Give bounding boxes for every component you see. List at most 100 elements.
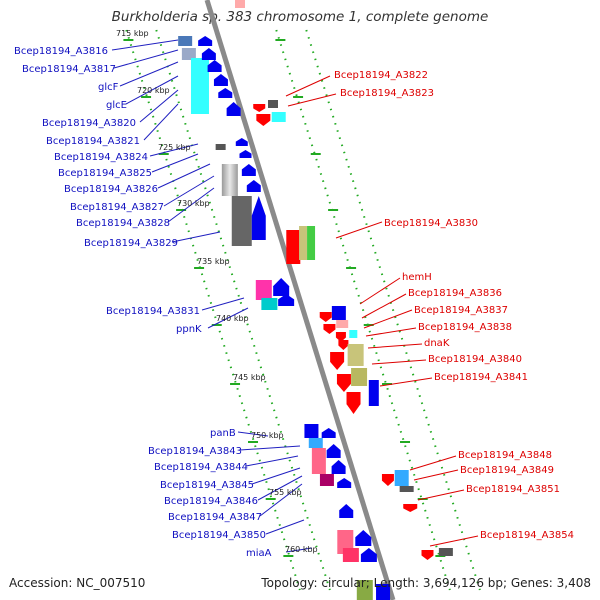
leader-line bbox=[413, 469, 459, 481]
scale-label: 755 kbp bbox=[269, 488, 302, 497]
leader-line bbox=[157, 163, 211, 189]
gene-label[interactable]: ppnK bbox=[176, 324, 202, 335]
gene-feature bbox=[335, 332, 346, 342]
gene-feature bbox=[241, 164, 256, 176]
gene-label[interactable]: miaA bbox=[246, 548, 272, 559]
gene-feature bbox=[253, 104, 266, 112]
gene-feature bbox=[299, 226, 308, 260]
gene-label[interactable]: Bcep18194_A3845 bbox=[160, 480, 254, 491]
leader-line bbox=[125, 75, 179, 105]
gene-label[interactable]: Bcep18194_A3848 bbox=[458, 450, 552, 461]
gene-feature bbox=[339, 504, 354, 518]
scale-label: 740 kbp bbox=[216, 314, 249, 323]
gene-label[interactable]: Bcep18194_A3817 bbox=[22, 64, 116, 75]
gene-label[interactable]: Bcep18194_A3837 bbox=[414, 305, 508, 316]
leader-line bbox=[363, 309, 413, 329]
gene-feature bbox=[213, 74, 228, 86]
gene-label[interactable]: glcE bbox=[106, 100, 127, 111]
gene-label[interactable]: Bcep18194_A3850 bbox=[172, 530, 266, 541]
gene-feature bbox=[235, 138, 248, 146]
leader-line bbox=[335, 221, 383, 239]
scale-label: 720 kbp bbox=[137, 86, 170, 95]
gene-feature bbox=[355, 530, 372, 546]
leader-line bbox=[417, 489, 465, 501]
leader-line bbox=[287, 93, 337, 107]
backbone-line bbox=[204, 0, 396, 600]
leader-line bbox=[257, 475, 303, 501]
gene-label[interactable]: Bcep18194_A3840 bbox=[428, 354, 522, 365]
gene-feature bbox=[311, 448, 326, 474]
gene-label[interactable]: Bcep18194_A3831 bbox=[106, 306, 200, 317]
gene-label[interactable]: Bcep18194_A3826 bbox=[64, 184, 158, 195]
gene-feature bbox=[255, 280, 272, 300]
gene-label[interactable]: Bcep18194_A3823 bbox=[340, 88, 434, 99]
gene-feature bbox=[323, 324, 336, 334]
leader-line bbox=[365, 327, 417, 337]
gene-feature bbox=[239, 150, 252, 158]
gene-feature bbox=[394, 470, 409, 486]
gene-label[interactable]: hemH bbox=[402, 272, 432, 283]
scale-label: 730 kbp bbox=[177, 199, 210, 208]
gene-label[interactable]: Bcep18194_A3821 bbox=[46, 136, 140, 147]
leader-line bbox=[163, 175, 215, 207]
gene-feature bbox=[215, 144, 226, 150]
gene-label[interactable]: glcF bbox=[98, 82, 119, 93]
gene-label[interactable]: Bcep18194_A3822 bbox=[334, 70, 428, 81]
gene-label[interactable]: Bcep18194_A3820 bbox=[42, 118, 136, 129]
gene-feature bbox=[368, 380, 379, 406]
gene-label[interactable]: Bcep18194_A3849 bbox=[460, 465, 554, 476]
leader-line bbox=[111, 39, 179, 51]
gene-feature bbox=[337, 478, 352, 488]
accession-text: Accession: NC_007510 bbox=[9, 576, 146, 590]
leader-line bbox=[167, 187, 215, 223]
gene-label[interactable]: Bcep18194_A3830 bbox=[384, 218, 478, 229]
gene-label[interactable]: dnaK bbox=[424, 338, 450, 349]
leader-line bbox=[119, 61, 179, 87]
gene-feature bbox=[261, 298, 278, 310]
leader-line bbox=[285, 547, 313, 553]
map-title: Burkholderia sp. 383 chromosome 1, compl… bbox=[111, 9, 489, 25]
gene-feature bbox=[308, 438, 323, 448]
gene-feature bbox=[304, 424, 319, 438]
gene-label[interactable]: Bcep18194_A3846 bbox=[164, 496, 258, 507]
gene-feature bbox=[319, 474, 334, 486]
gene-label[interactable]: Bcep18194_A3825 bbox=[58, 168, 152, 179]
gene-label[interactable]: Bcep18194_A3836 bbox=[408, 288, 502, 299]
leader-line bbox=[361, 293, 407, 319]
leader-line bbox=[409, 455, 457, 471]
gene-label[interactable]: panB bbox=[210, 428, 236, 439]
gene-label[interactable]: Bcep18194_A3843 bbox=[148, 446, 242, 457]
gene-label[interactable]: Bcep18194_A3851 bbox=[466, 484, 560, 495]
gene-feature bbox=[330, 352, 345, 370]
gene-label[interactable]: Bcep18194_A3854 bbox=[480, 530, 574, 541]
gene-label[interactable]: Bcep18194_A3844 bbox=[154, 462, 248, 473]
leader-line bbox=[239, 445, 301, 451]
gene-label[interactable]: Bcep18194_A3847 bbox=[168, 512, 262, 523]
gene-label[interactable]: Bcep18194_A3827 bbox=[70, 202, 164, 213]
scale-label: 735 kbp bbox=[197, 257, 230, 266]
leader-line bbox=[251, 467, 301, 485]
gene-feature bbox=[190, 58, 209, 114]
gene-feature bbox=[201, 48, 216, 60]
gene-feature bbox=[347, 344, 364, 366]
gene-label[interactable]: Bcep18194_A3829 bbox=[84, 238, 178, 249]
leader-line bbox=[379, 377, 433, 387]
gene-label[interactable]: Bcep18194_A3824 bbox=[54, 152, 148, 163]
track-guide bbox=[275, 29, 451, 591]
scale-label: 760 kbp bbox=[285, 545, 318, 554]
left-gene-labels: Bcep18194_A3816 Bcep18194_A3817 glcF glc… bbox=[14, 46, 272, 559]
gene-label[interactable]: Bcep18194_A3816 bbox=[14, 46, 108, 57]
track-guide bbox=[305, 29, 481, 591]
leader-line bbox=[207, 307, 249, 329]
leader-line bbox=[429, 535, 479, 547]
leader-line bbox=[359, 277, 401, 305]
gene-label[interactable]: Bcep18194_A3838 bbox=[418, 322, 512, 333]
gene-feature bbox=[342, 548, 359, 562]
leader-line bbox=[237, 431, 269, 437]
gene-feature bbox=[338, 340, 349, 350]
gene-feature bbox=[346, 392, 361, 414]
gene-label[interactable]: Bcep18194_A3828 bbox=[76, 218, 170, 229]
gene-label[interactable]: Bcep18194_A3841 bbox=[434, 372, 528, 383]
gene-feature bbox=[268, 100, 278, 108]
